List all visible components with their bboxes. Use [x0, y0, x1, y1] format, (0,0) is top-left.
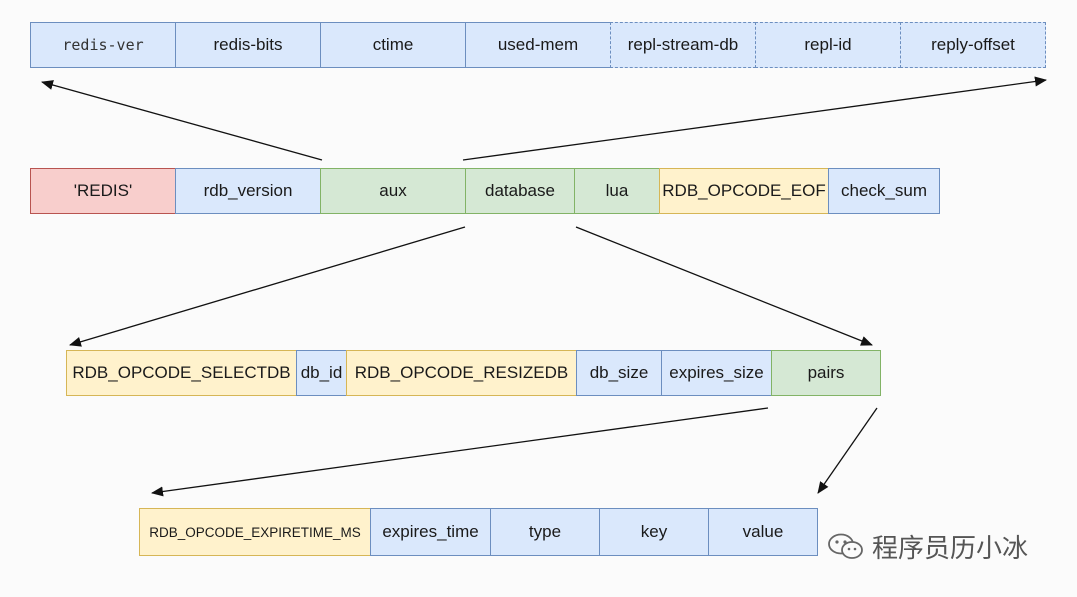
field-reply-offset: reply-offset [900, 22, 1046, 68]
aux-fields-row: redis-ver redis-bits ctime used-mem repl… [30, 22, 1046, 68]
field-value: value [708, 508, 818, 556]
field-expires-time: expires_time [370, 508, 491, 556]
database-row: RDB_OPCODE_SELECTDB db_id RDB_OPCODE_RES… [66, 350, 881, 396]
field-pairs: pairs [771, 350, 881, 396]
arrow-database-to-row-left [69, 226, 466, 347]
field-redis-bits: redis-bits [175, 22, 321, 68]
field-type: type [490, 508, 600, 556]
field-ctime: ctime [320, 22, 466, 68]
rdb-file-row: 'REDIS' rdb_version aux database lua RDB… [30, 168, 940, 214]
field-used-mem: used-mem [465, 22, 611, 68]
arrow-aux-to-fields-left [41, 80, 323, 161]
arrow-aux-to-fields-right [462, 76, 1047, 161]
arrow-pairs-to-row-right [817, 407, 878, 494]
field-rdb-opcode-eof: RDB_OPCODE_EOF [659, 168, 829, 214]
field-redis-magic: 'REDIS' [30, 168, 176, 214]
field-db-id: db_id [296, 350, 347, 396]
field-redis-ver: redis-ver [30, 22, 176, 68]
watermark-text: 程序员历小冰 [872, 534, 1029, 564]
field-db-size: db_size [576, 350, 662, 396]
arrow-pairs-to-row-left [151, 407, 769, 497]
field-key: key [599, 508, 709, 556]
field-rdb-version: rdb_version [175, 168, 321, 214]
field-database: database [465, 168, 575, 214]
field-expires-size: expires_size [661, 350, 772, 396]
field-repl-stream-db: repl-stream-db [610, 22, 756, 68]
field-rdb-opcode-selectdb: RDB_OPCODE_SELECTDB [66, 350, 297, 396]
pairs-row: RDB_OPCODE_EXPIRETIME_MS expires_time ty… [139, 508, 818, 556]
wechat-icon [826, 532, 866, 562]
watermark: 程序员历小冰 [826, 528, 1028, 565]
field-aux: aux [320, 168, 466, 214]
field-repl-id: repl-id [755, 22, 901, 68]
field-check-sum: check_sum [828, 168, 940, 214]
field-lua: lua [574, 168, 660, 214]
field-rdb-opcode-resizedb: RDB_OPCODE_RESIZEDB [346, 350, 577, 396]
arrow-database-to-row-right [575, 226, 873, 346]
